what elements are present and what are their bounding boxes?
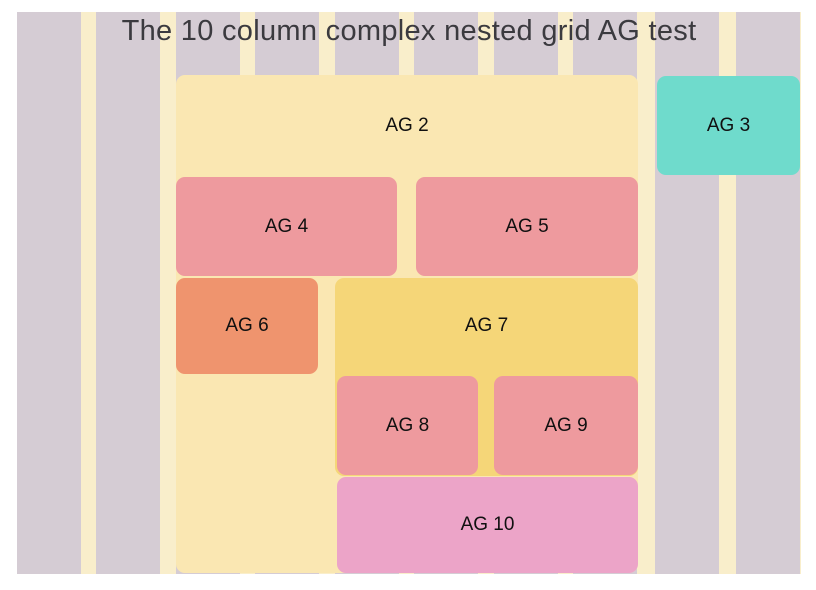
grid-item-ag8-label: AG 8 [385, 414, 430, 436]
grid-item-ag7-label: AG 7 [464, 315, 509, 336]
grid-item-ag9-label: AG 9 [544, 414, 588, 436]
grid-column-stripe [96, 12, 160, 574]
grid-item-ag4: AG 4 [176, 177, 397, 276]
grid-column-stripe [17, 12, 81, 574]
grid-item-ag6: AG 6 [176, 278, 318, 374]
grid-item-ag5: AG 5 [416, 177, 638, 276]
page-title: The 10 column complex nested grid AG tes… [121, 15, 697, 47]
grid-item-ag8: AG 8 [337, 376, 478, 475]
grid-item-ag10: AG 10 [337, 477, 638, 573]
grid-item-ag4-label: AG 4 [264, 215, 309, 237]
grid-item-ag9: AG 9 [494, 376, 638, 475]
grid-item-ag3-label: AG 3 [706, 114, 751, 136]
grid-item-ag2-label: AG 2 [385, 115, 429, 136]
grid-item-ag10-label: AG 10 [460, 514, 515, 535]
grid-item-ag5-label: AG 5 [505, 215, 549, 237]
grid-item-ag3: AG 3 [657, 76, 800, 175]
grid-item-ag6-label: AG 6 [225, 315, 269, 336]
